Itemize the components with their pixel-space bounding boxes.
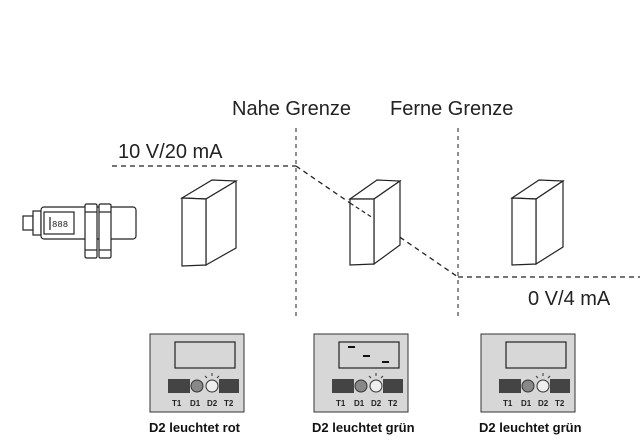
d2-label: D2 [538, 399, 549, 408]
t1-label: T1 [172, 399, 182, 408]
far-limit-label: Ferne Grenze [390, 98, 513, 120]
t1-button[interactable] [332, 379, 354, 393]
t1-button[interactable] [499, 379, 521, 393]
output-curve [112, 165, 640, 278]
d1-led [190, 379, 204, 393]
low-output-label: 0 V/4 mA [528, 288, 611, 310]
d2-led-lit [369, 379, 383, 393]
near-limit-label: Nahe Grenze [232, 98, 351, 120]
t2-label: T2 [224, 399, 234, 408]
target-box-1 [179, 179, 239, 267]
target-box-2 [348, 179, 402, 266]
t2-button[interactable] [383, 379, 403, 393]
t1-label: T1 [336, 399, 346, 408]
d2-label: D2 [207, 399, 218, 408]
t2-button[interactable] [219, 379, 239, 393]
d2-led-lit [205, 379, 219, 393]
display-panel-gruen-2: T1 D1 D2 T2 [480, 333, 576, 413]
cylindrical-sensor-icon: 888 [22, 203, 137, 259]
display-caption-2: D2 leuchtet grün [312, 420, 415, 435]
t1-button[interactable] [168, 379, 190, 393]
d1-led [521, 379, 535, 393]
t2-label: T2 [555, 399, 565, 408]
d1-label: D1 [190, 399, 201, 408]
d2-led-lit [536, 379, 550, 393]
high-output-label: 10 V/20 mA [118, 141, 223, 163]
display-panel-rot: T1 D1 D2 T2 [149, 333, 245, 413]
d1-label: D1 [354, 399, 365, 408]
display-caption-1: D2 leuchtet rot [149, 420, 241, 435]
display-panel-gruen-1: T1 D1 D2 T2 [313, 333, 409, 413]
t2-label: T2 [388, 399, 398, 408]
d2-label: D2 [371, 399, 382, 408]
display-caption-3: D2 leuchtet grün [479, 420, 582, 435]
t1-label: T1 [503, 399, 513, 408]
t2-button[interactable] [550, 379, 570, 393]
d1-label: D1 [521, 399, 532, 408]
svg-text:888: 888 [52, 220, 68, 230]
d1-led [354, 379, 368, 393]
screen-dashes [348, 346, 389, 363]
target-box-3 [510, 179, 565, 266]
